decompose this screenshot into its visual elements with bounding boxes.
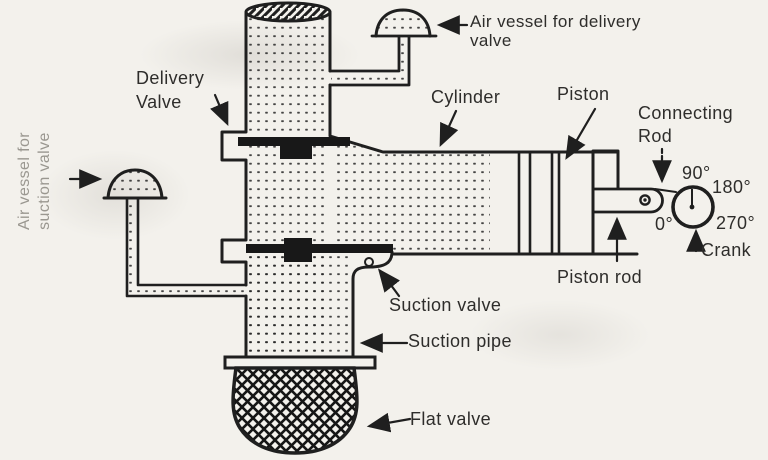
cylinder-body [391,149,639,256]
delivery-valve-shape [238,137,350,159]
air-vessel-suction-label: Air vessel for suction valve [16,131,53,231]
cylinder-label: Cylinder [431,87,501,107]
crank-center-dot [689,204,695,210]
flat-valve-label: Flat valve [410,409,492,429]
piston-rod-shape [591,187,664,214]
suction-valve-hinge [364,257,374,267]
air-vessel-suction-dome [102,168,168,200]
water-dotted-fill [108,10,490,358]
suction-passage-wall [351,250,394,360]
piston-label: Piston [557,84,610,104]
suction-valve-label: Suction valve [389,295,502,315]
suction-pipe-label: Suction pipe [408,331,512,351]
delivery-pipe-body [220,11,620,360]
delivery-air-vessel-pipe [328,34,438,87]
crank-angle-180: 180° [712,177,752,197]
piston-rod-label: Piston rod [557,267,643,287]
crank-circle [671,185,715,229]
air-vessel-delivery-label: Air vessel for delivery valve [470,12,641,51]
air-vessel-delivery-dome [374,8,432,38]
crank-angle-0: 0° [655,214,674,234]
connecting-rod-label: Connecting Rod [638,103,734,146]
gudgeon-pin-center [643,198,647,202]
arrow-cylinder [439,109,459,148]
arrow-delivery-valve [210,93,229,127]
crank-angle-90: 90° [682,163,711,183]
connecting-rod-shape [654,188,677,193]
suction-air-vessel-pipe [125,197,248,298]
arrow-suction-valve [377,268,401,298]
arrow-piston [565,107,597,160]
crank-angle-270: 270° [716,213,756,233]
crank-label: Crank [701,240,752,260]
delivery-valve-label: Delivery Valve [136,68,205,113]
piston-rings [517,151,561,254]
foot-valve-strainer [231,366,359,455]
suction-valve-shape [246,238,393,262]
arrow-flat-valve [366,412,412,433]
delivery-pipe-open-top [244,1,332,23]
